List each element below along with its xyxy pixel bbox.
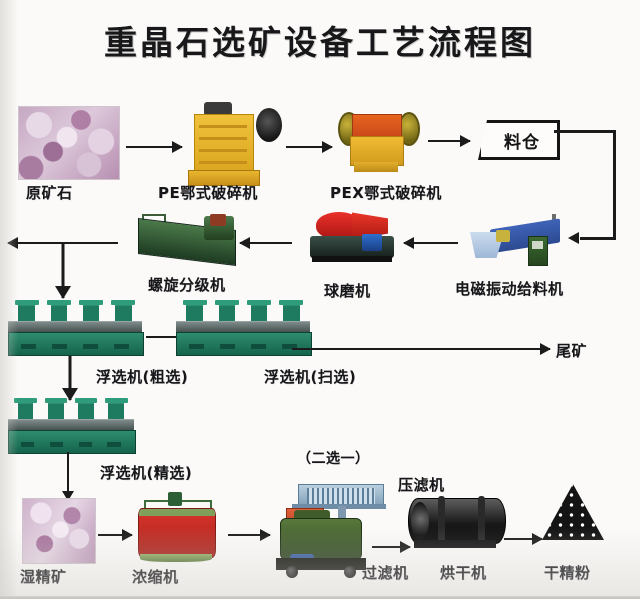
node-label-flotation-rougher: 浮选机(粗选) xyxy=(96,368,189,386)
arrow-rougher-to-cleaner xyxy=(60,356,80,401)
thickener-image xyxy=(132,492,222,566)
flotation-cleaner-image xyxy=(8,398,136,454)
arrow-raw-ore-to-pe-crusher xyxy=(126,140,183,154)
page-title: 重晶石选矿设备工艺流程图 xyxy=(104,23,536,62)
arrow-pex-to-silo xyxy=(428,134,471,148)
annotation-choose-one: （二选一） xyxy=(297,451,370,467)
node-label-dryer: 烘干机 xyxy=(440,564,487,582)
node-label-wet-concentrate: 湿精矿 xyxy=(20,568,67,586)
flotation-scavenger-image xyxy=(176,300,312,356)
silo-box: 料仓 xyxy=(478,120,560,160)
node-label-ball-mill: 球磨机 xyxy=(324,282,371,300)
raw-ore-image xyxy=(18,106,120,180)
node-label-pe-jaw-crusher: PE鄂式破碎机 xyxy=(158,184,258,202)
pe-jaw-crusher-image xyxy=(180,100,282,186)
arrow-filter-to-dryer xyxy=(372,540,411,554)
connector-silo-to-feeder xyxy=(554,130,640,246)
node-label-flotation-cleaner: 浮选机(精选) xyxy=(100,464,193,482)
vacuum-filter-image xyxy=(272,508,372,582)
node-label-silo: 料仓 xyxy=(504,132,540,153)
rotary-dryer-image xyxy=(404,488,514,554)
arrow-down-to-flotation-rougher xyxy=(53,242,73,299)
arrow-ball-mill-to-spiral-classifier xyxy=(239,236,292,250)
node-label-flotation-scavenger: 浮选机(扫选) xyxy=(264,368,357,386)
arrow-cleaner-to-wet-concentrate xyxy=(60,452,76,501)
node-label-tailings: 尾矿 xyxy=(556,342,588,360)
scan-edge-line xyxy=(0,596,640,599)
electromagnetic-vibrating-feeder-image xyxy=(468,206,568,276)
node-label-dry-powder: 干精粉 xyxy=(544,564,591,582)
arrow-pe-to-pex-crusher xyxy=(286,140,333,154)
arrow-thickener-to-filter xyxy=(228,528,271,542)
node-label-raw-ore: 原矿石 xyxy=(26,184,73,202)
wet-concentrate-image xyxy=(22,498,96,564)
node-label-vibrating-feeder: 电磁振动给料机 xyxy=(455,280,564,298)
node-label-vacuum-filter: 过滤机 xyxy=(362,564,409,582)
node-label-pex-jaw-crusher: PEX鄂式破碎机 xyxy=(330,184,442,202)
arrow-dryer-to-dry-powder xyxy=(504,532,543,546)
node-label-filter-press: 压滤机 xyxy=(398,476,445,494)
node-label-spiral-classifier: 螺旋分级机 xyxy=(148,276,226,294)
spiral-classifier-image xyxy=(130,206,244,270)
arrow-scavenger-to-tailings xyxy=(292,342,551,356)
flotation-rougher-image xyxy=(8,300,144,356)
pex-jaw-crusher-image xyxy=(336,104,422,178)
node-label-thickener: 浓缩机 xyxy=(132,568,179,586)
arrow-feeder-to-ball-mill xyxy=(403,236,458,250)
dry-powder-pile-image xyxy=(542,484,604,540)
arrow-wet-concentrate-to-thickener xyxy=(98,528,133,542)
ball-mill-image xyxy=(300,204,404,268)
